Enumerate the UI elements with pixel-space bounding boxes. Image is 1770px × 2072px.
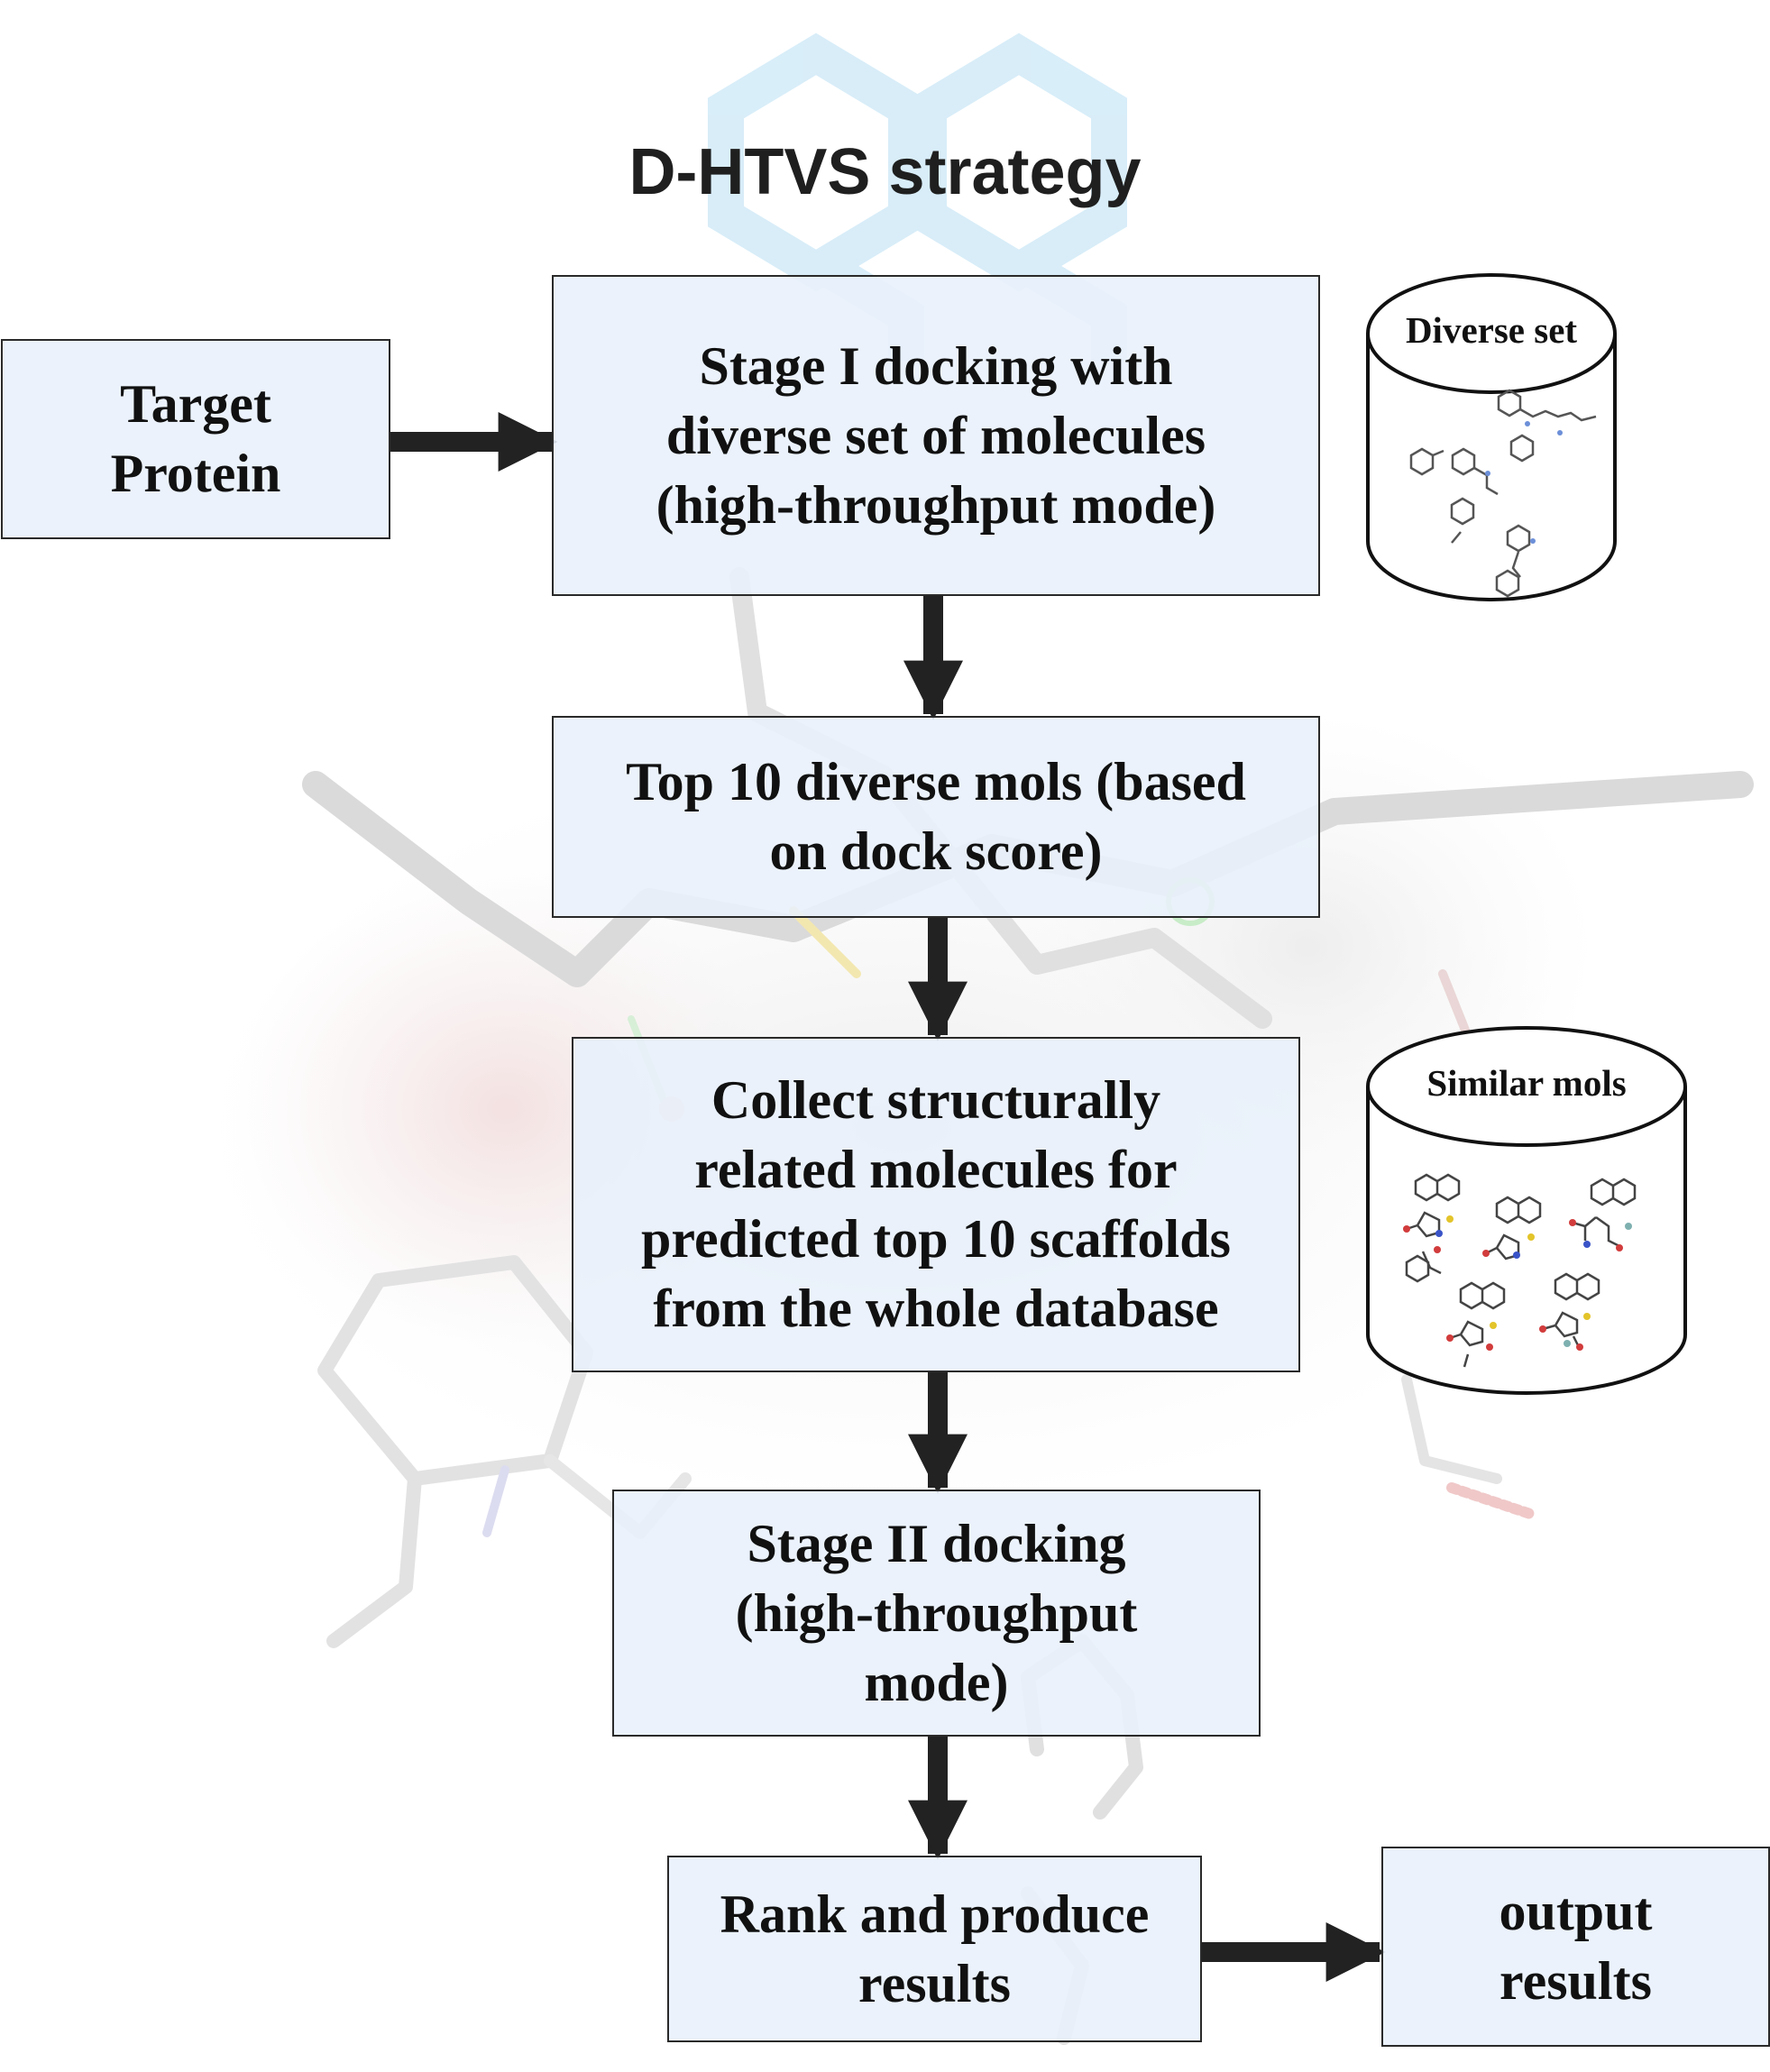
diagram-title: D-HTVS strategy [628,136,1142,208]
similar-mols-database [1366,1026,1687,1395]
node-rank-results: Rank and produce results [667,1856,1202,2042]
similar-mols-label: Similar mols [1426,1062,1627,1104]
node-stage1-docking: Stage I docking with diverse set of mole… [552,275,1320,596]
connectors [390,412,1386,1982]
diverse-set-database [1366,273,1617,601]
molecule-icon [1405,1173,1637,1368]
atom-markers [1403,1215,1632,1351]
molecule-icon [1409,389,1597,598]
atom-markers [1485,421,1563,544]
node-label: Rank and produce results [720,1884,1150,2013]
node-label: Target Protein [110,374,281,503]
node-top10-diverse: Top 10 diverse mols (based on dock score… [552,716,1320,918]
node-label: Stage II docking (high-throughput mode) [735,1513,1138,1712]
node-label: Collect structurally related molecules f… [641,1070,1231,1338]
node-label: Stage I docking with diverse set of mole… [656,335,1216,535]
node-collect-related: Collect structurally related molecules f… [572,1037,1300,1372]
node-label: Top 10 diverse mols (based on dock score… [626,752,1246,881]
node-target-protein: Target Protein [1,339,390,539]
node-label: output results [1499,1882,1653,2011]
node-stage2-docking: Stage II docking (high-throughput mode) [612,1490,1261,1737]
node-output-results: output results [1381,1847,1770,2047]
diverse-set-label: Diverse set [1405,309,1578,351]
